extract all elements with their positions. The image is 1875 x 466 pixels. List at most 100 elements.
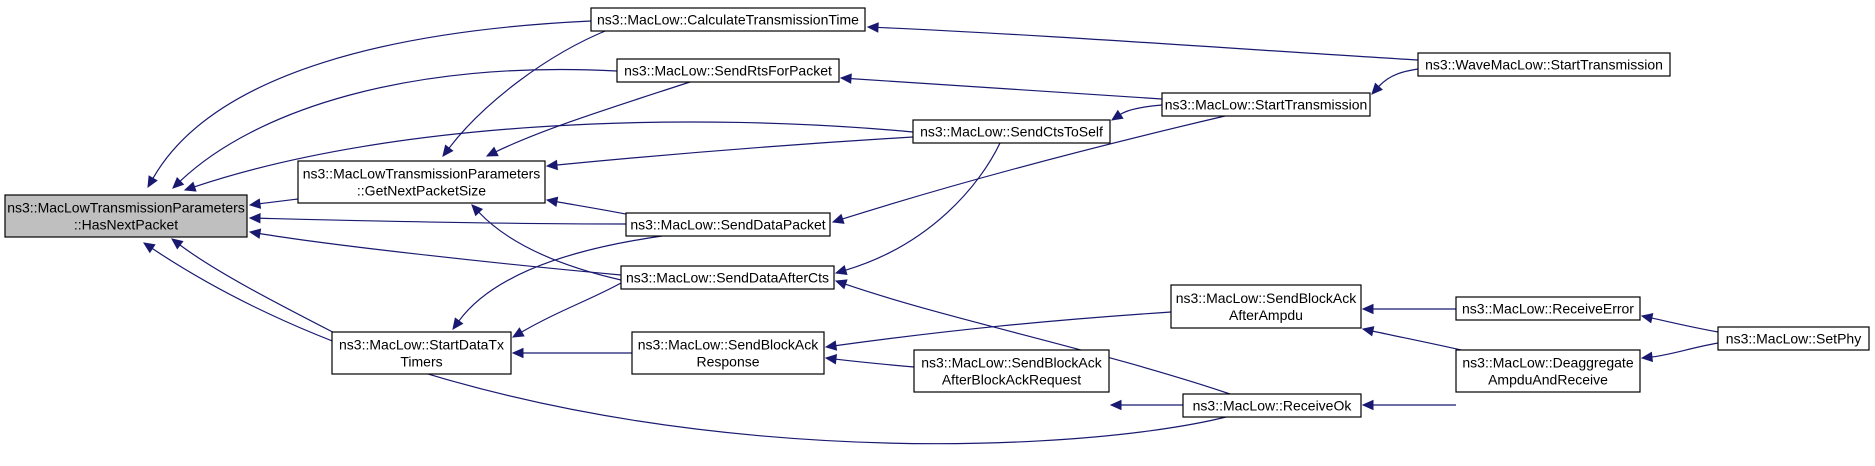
edge-line: [842, 115, 1226, 220]
edge-arrowhead: [834, 264, 848, 276]
edge-arrowhead: [452, 317, 464, 330]
edge-line: [1119, 104, 1163, 115]
node-box: [590, 7, 866, 32]
edge-deagg-to-recvok: [1361, 399, 1456, 411]
node-label-line: ns3::MacLow::SendBlockAck: [638, 337, 820, 353]
node-label-line: ns3::MacLow::SendBlockAck: [1176, 290, 1358, 306]
node-box: [1161, 92, 1371, 117]
node-cts[interactable]: ns3::MacLow::SendCtsToSelf: [912, 119, 1111, 144]
node-box: [1417, 52, 1671, 77]
edge-arrowhead: [248, 198, 262, 209]
node-hasnext[interactable]: ns3::MacLowTransmissionParameters::HasNe…: [4, 194, 248, 238]
node-recverr[interactable]: ns3::MacLow::ReceiveError: [1455, 296, 1641, 321]
edge-line: [845, 283, 1231, 395]
edge-starttx-to-datapkt: [831, 115, 1226, 224]
edge-arrowhead: [183, 181, 197, 192]
edge-arrowhead: [831, 213, 845, 224]
node-box: [331, 331, 512, 375]
edge-line: [152, 20, 592, 179]
node-dataafter[interactable]: ns3::MacLow::SendDataAfterCts: [620, 265, 835, 290]
edge-recvok-to-dataafter: [834, 279, 1231, 395]
edge-arrowhead: [1371, 82, 1383, 95]
node-getnext[interactable]: ns3::MacLowTransmissionParameters::GetNe…: [297, 160, 546, 204]
edge-line: [521, 282, 622, 333]
node-box: [4, 194, 248, 238]
node-starttx[interactable]: ns3::MacLow::StartTransmission: [1161, 92, 1371, 117]
node-box: [616, 58, 840, 83]
edge-getnext-to-hasnext: [248, 198, 299, 209]
edge-arrowhead: [248, 212, 261, 224]
edge-line: [835, 311, 1172, 347]
edge-cts-to-dataafter: [834, 142, 1001, 276]
edge-baampdu-to-baresp: [824, 311, 1172, 351]
node-label-line: ns3::WaveMacLow::StartTransmission: [1425, 57, 1663, 73]
edge-calc-to-hasnext: [147, 20, 592, 189]
node-label-line: ns3::MacLow::SendDataAfterCts: [626, 270, 829, 286]
edge-arrowhead: [485, 146, 499, 157]
node-label-line: ns3::MacLow::SendRtsForPacket: [624, 63, 832, 79]
edge-calc-to-getnext: [442, 28, 611, 157]
node-box: [297, 160, 546, 204]
node-label-line: Timers: [400, 354, 442, 370]
edge-starttx-to-rts: [839, 73, 1163, 100]
edge-arrowhead: [172, 176, 185, 189]
edge-arrowhead: [866, 22, 879, 33]
node-box: [620, 265, 835, 290]
edge-arrowhead: [824, 353, 838, 365]
node-calc[interactable]: ns3::MacLow::CalculateTransmissionTime: [590, 7, 866, 32]
edge-arrowhead: [142, 242, 156, 254]
edge-cts-to-hasnext: [183, 121, 914, 192]
edge-timers-to-hasnext: [171, 238, 353, 343]
node-datapkt[interactable]: ns3::MacLow::SendDataPacket: [625, 212, 831, 237]
edge-line: [1651, 317, 1719, 333]
edge-line: [478, 211, 622, 281]
node-recvok[interactable]: ns3::MacLow::ReceiveOk: [1182, 393, 1362, 418]
edge-recverr-to-baampdu: [1361, 303, 1456, 315]
edge-line: [179, 244, 353, 343]
edge-setphy-to-recverr: [1640, 313, 1719, 333]
edge-arrowhead: [171, 238, 184, 250]
node-label-line: ::GetNextPacketSize: [357, 183, 486, 199]
edge-datapkt-to-getnext: [545, 196, 632, 216]
edge-line: [877, 26, 1419, 61]
node-box: [1182, 393, 1362, 418]
edge-dataafter-to-hasnext: [248, 228, 622, 276]
node-label-line: ns3::MacLow::SetPhy: [1726, 331, 1861, 347]
node-box: [1170, 284, 1362, 329]
edge-arrowhead: [1361, 303, 1374, 315]
edge-datapkt-to-timers: [452, 235, 663, 330]
node-label-line: ns3::MacLow::CalculateTransmissionTime: [597, 12, 859, 28]
node-label-line: AfterBlockAckRequest: [942, 372, 1081, 388]
node-label-line: ns3::MacLowTransmissionParameters: [303, 166, 541, 182]
edge-line: [448, 28, 611, 149]
edge-datapkt-to-hasnext: [248, 212, 627, 225]
edge-line: [259, 233, 622, 276]
edge-arrowhead: [1361, 326, 1375, 337]
edge-arrowhead: [1640, 351, 1654, 363]
edge-line: [495, 80, 694, 153]
edge-line: [259, 217, 627, 225]
edge-deagg-to-baampdu: [1361, 326, 1471, 353]
node-rts[interactable]: ns3::MacLow::SendRtsForPacket: [616, 58, 840, 83]
edge-recvok-to-hasnext: [142, 242, 1231, 445]
node-babar[interactable]: ns3::MacLow::SendBlockAckAfterBlockAckRe…: [913, 349, 1110, 393]
edge-line: [458, 235, 663, 322]
node-box: [1455, 296, 1641, 321]
node-label-line: ns3::MacLow::StartTransmission: [1165, 97, 1368, 113]
edge-line: [151, 248, 1231, 445]
node-box: [913, 349, 1110, 393]
node-box: [1717, 326, 1870, 351]
node-label-line: ::HasNextPacket: [74, 217, 178, 233]
node-box: [625, 212, 831, 237]
edge-arrowhead: [471, 204, 484, 217]
edge-dataafter-to-timers: [511, 282, 622, 338]
node-setphy[interactable]: ns3::MacLow::SetPhy: [1717, 326, 1870, 351]
node-label-line: ns3::MacLow::SendDataPacket: [630, 217, 825, 233]
edge-arrowhead: [1361, 399, 1374, 411]
node-wave[interactable]: ns3::WaveMacLow::StartTransmission: [1417, 52, 1671, 77]
